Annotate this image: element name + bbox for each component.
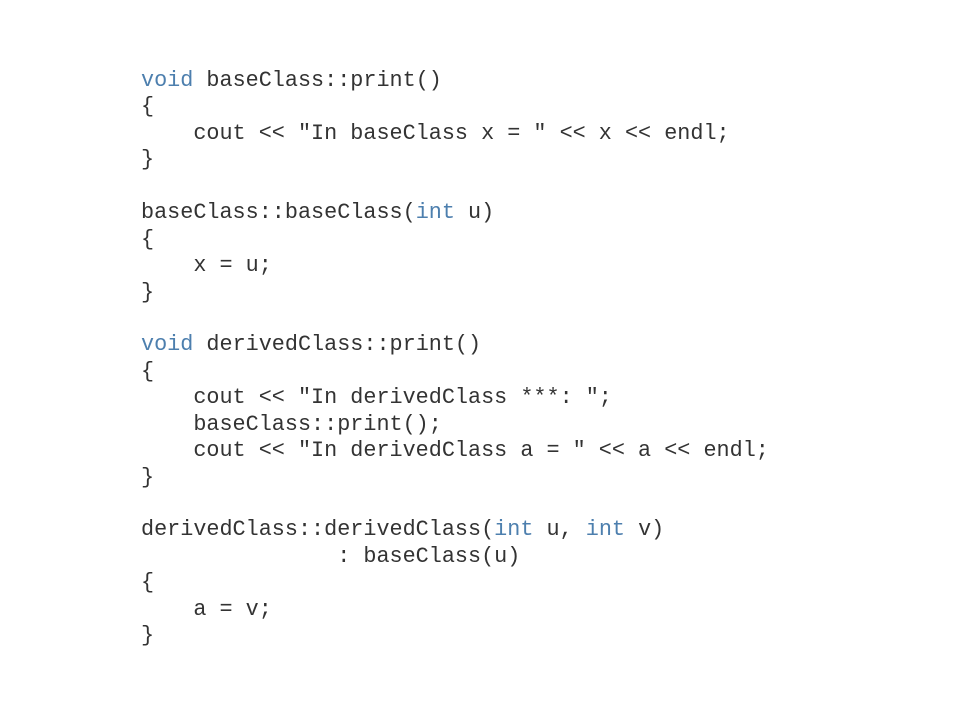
blank-line (141, 306, 769, 332)
code-text: baseClass::baseClass( (141, 200, 416, 226)
code-text: { (141, 94, 155, 120)
code-line: cout << "In derivedClass ***: "; (141, 385, 769, 411)
code-line: baseClass::print(); (141, 412, 769, 438)
code-line: } (141, 465, 769, 491)
code-keyword: int (585, 517, 625, 543)
code-text: } (141, 464, 155, 490)
code-line: x = u; (141, 253, 769, 279)
code-keyword: int (415, 200, 455, 226)
code-keyword: int (494, 517, 534, 543)
code-text: baseClass::print() (193, 68, 442, 93)
code-line: : baseClass(u) (141, 544, 769, 570)
code-line: } (141, 623, 769, 649)
code-line: { (141, 359, 769, 385)
code-text: derivedClass::derivedClass( (141, 517, 495, 543)
code-text: derivedClass::print() (193, 332, 482, 358)
code-line: } (141, 147, 769, 173)
code-text: x = u; (141, 253, 272, 279)
code-line: } (141, 280, 769, 306)
code-text: { (141, 358, 155, 384)
code-line: void baseClass::print() (141, 68, 769, 94)
code-listing: void baseClass::print(){ cout << "In bas… (141, 68, 769, 650)
code-text: } (141, 279, 155, 305)
code-line: { (141, 570, 769, 596)
code-line: cout << "In baseClass x = " << x << endl… (141, 121, 769, 147)
blank-line (141, 174, 769, 200)
code-text: cout << "In derivedClass a = " << a << e… (141, 438, 769, 464)
code-keyword: void (141, 332, 194, 358)
code-text: } (141, 147, 155, 173)
code-line: void derivedClass::print() (141, 332, 769, 358)
code-text: baseClass::print(); (141, 411, 442, 437)
code-text: v) (625, 517, 665, 543)
code-line: baseClass::baseClass(int u) (141, 200, 769, 226)
code-keyword: void (141, 68, 194, 93)
code-text: u) (454, 200, 495, 226)
code-line: { (141, 227, 769, 253)
code-text: { (141, 226, 155, 252)
code-text: cout << "In derivedClass ***: "; (141, 385, 612, 411)
blank-line (141, 491, 769, 517)
code-line: { (141, 94, 769, 120)
code-text: } (141, 623, 155, 649)
code-line: cout << "In derivedClass a = " << a << e… (141, 438, 769, 464)
code-text: u, (533, 517, 586, 543)
code-text: a = v; (141, 596, 272, 622)
code-text: cout << "In baseClass x = " << x << endl… (141, 120, 730, 146)
code-text: { (141, 570, 155, 596)
code-line: a = v; (141, 597, 769, 623)
code-text: : baseClass(u) (141, 543, 521, 569)
code-line: derivedClass::derivedClass(int u, int v) (141, 517, 769, 543)
